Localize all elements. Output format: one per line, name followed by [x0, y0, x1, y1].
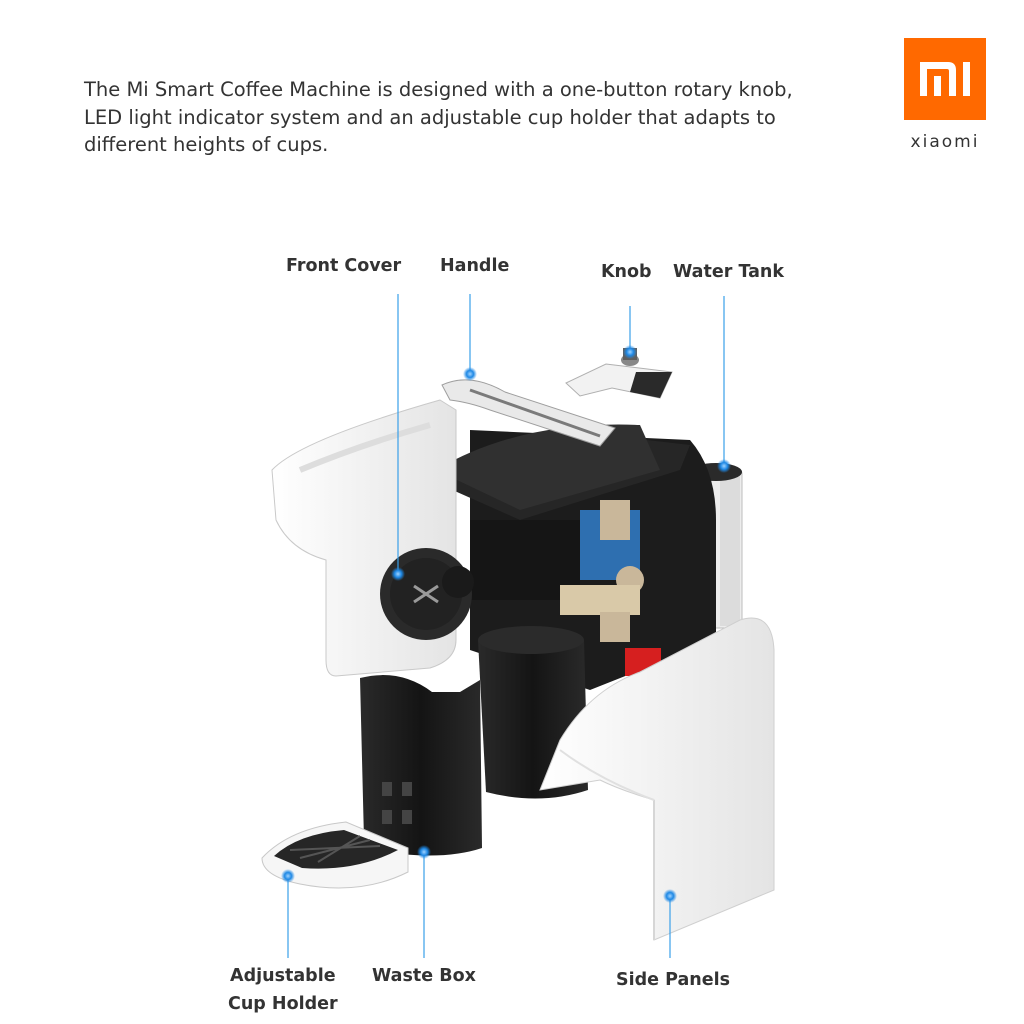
- callout-dot-cup-holder: [281, 869, 295, 883]
- label-knob: Knob: [601, 262, 652, 282]
- xiaomi-logo: [904, 38, 986, 120]
- capsule-disc: [380, 548, 474, 640]
- callout-dots: [281, 345, 731, 903]
- callout-dot-handle: [463, 367, 477, 381]
- callout-dot-water-tank: [717, 459, 731, 473]
- callout-lines: [287, 294, 725, 958]
- callout-dot-front-cover: [391, 567, 405, 581]
- side-panel: [539, 617, 775, 941]
- label-cup-holder-line-1: Adjustable: [230, 966, 336, 986]
- knob: [565, 348, 673, 399]
- label-side-panels: Side Panels: [616, 970, 730, 990]
- label-cup-holder-line-2: Cup Holder: [228, 994, 338, 1014]
- mi-logo-mark: [920, 62, 970, 96]
- callout-dot-knob: [623, 345, 637, 359]
- intro-line-3: different heights of cups.: [84, 133, 329, 156]
- intro-line-1: The Mi Smart Coffee Machine is designed …: [84, 78, 793, 101]
- label-front-cover: Front Cover: [286, 256, 402, 276]
- callout-dot-waste-box: [417, 845, 431, 859]
- handle: [441, 379, 616, 447]
- intro-line-2: LED light indicator system and an adjust…: [84, 105, 776, 129]
- label-water-tank: Water Tank: [673, 262, 785, 282]
- intro-paragraph: The Mi Smart Coffee Machine is designed …: [84, 76, 854, 159]
- adjustable-cup-holder: [261, 821, 409, 889]
- machine-body: [430, 424, 716, 690]
- waste-box: [360, 675, 482, 856]
- label-waste-box: Waste Box: [372, 966, 476, 986]
- xiaomi-wordmark: xiaomi: [910, 132, 980, 152]
- label-handle: Handle: [440, 256, 510, 276]
- label-adjustable-cup-holder: Adjustable Cup Holder: [228, 962, 338, 1018]
- callout-dot-side-panels: [663, 889, 677, 903]
